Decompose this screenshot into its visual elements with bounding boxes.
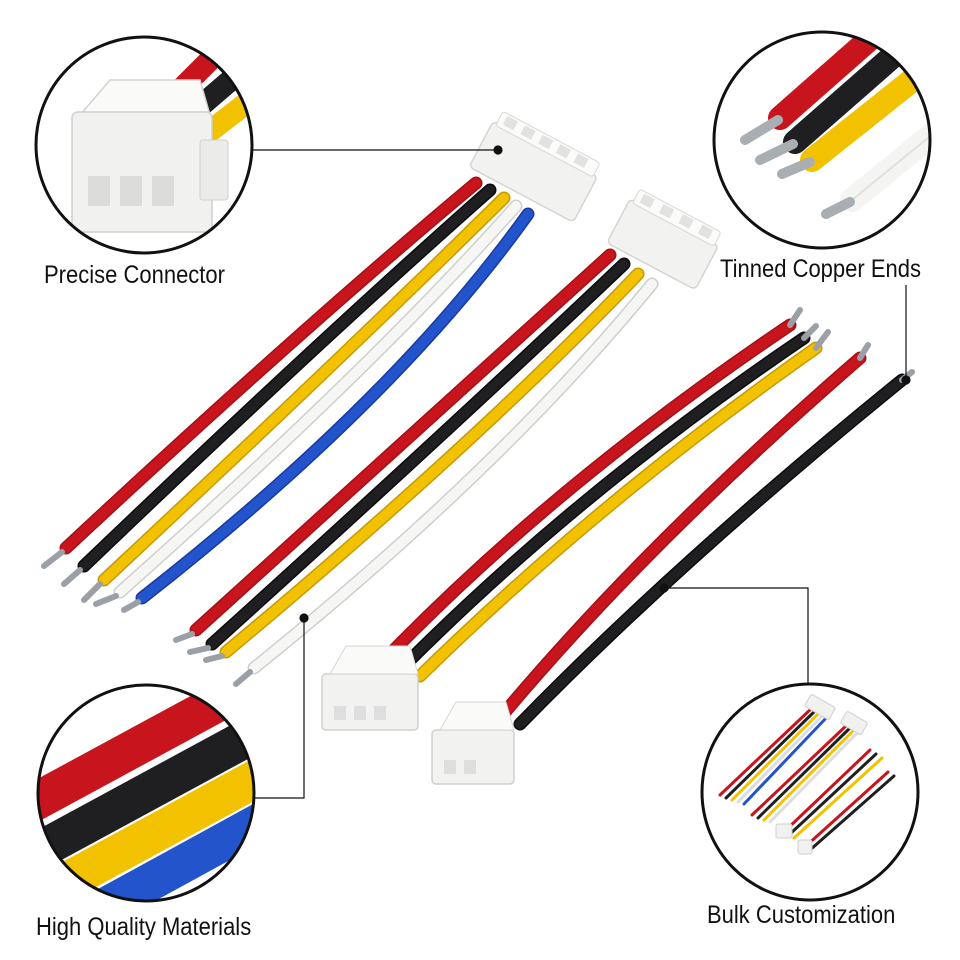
precise-connector-closeup [34, 35, 254, 255]
four-pin-harness [173, 189, 721, 687]
tinned-copper-ends-label: Tinned Copper Ends [720, 255, 921, 283]
two-pin-harness [431, 342, 915, 785]
bulk-customization-closeup [700, 682, 920, 902]
precise-connector-label: Precise Connector [44, 261, 225, 289]
callout-lines [252, 145, 911, 799]
three-pin-harness [321, 307, 831, 731]
five-pin-harness [41, 111, 600, 613]
tinned-copper-ends-closeup [712, 30, 932, 250]
high-quality-materials-label: High Quality Materials [36, 913, 252, 941]
bulk-customization-label: Bulk Customization [707, 901, 896, 929]
